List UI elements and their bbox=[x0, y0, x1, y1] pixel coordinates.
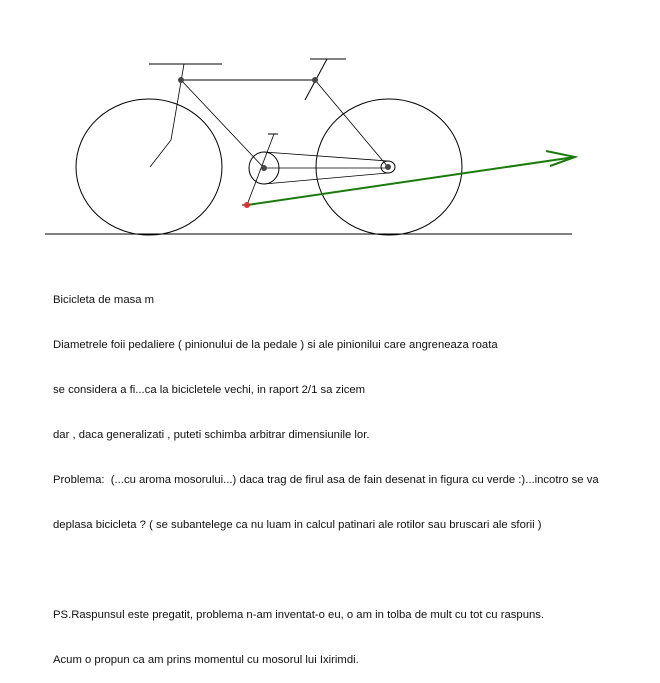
pedal-point bbox=[244, 202, 250, 208]
text-line: Problema: (...cu aroma mosorului...) dac… bbox=[53, 474, 599, 486]
down-tube bbox=[180, 79, 265, 169]
joint bbox=[261, 165, 267, 171]
chain-top bbox=[263, 151, 389, 162]
text-line: dar , daca generalizati , puteti schimba… bbox=[53, 429, 370, 441]
joint bbox=[385, 164, 391, 170]
text-line: deplasa bicicleta ? ( se subantelege ca … bbox=[53, 519, 542, 531]
arrow-head-icon bbox=[545, 150, 579, 167]
problem-text: Bicicleta de masa m Diametrele foii peda… bbox=[53, 263, 599, 683]
text-line: Diametrele foii pedaliere ( pinionului d… bbox=[53, 339, 498, 351]
rear-tube bbox=[314, 79, 389, 168]
crank-arm bbox=[246, 133, 275, 206]
text-line: PS.Raspunsul este pregatit, problema n-a… bbox=[53, 609, 545, 621]
bicycle-diagram bbox=[45, 58, 579, 236]
joint bbox=[312, 77, 318, 83]
right-wheel bbox=[315, 98, 463, 236]
fork bbox=[149, 63, 185, 168]
text-line: Acum o propun ca am prins momentul cu mo… bbox=[53, 654, 359, 666]
joint bbox=[178, 77, 184, 83]
text-line bbox=[53, 563, 599, 578]
text-line: se considera a fi...ca la bicicletele ve… bbox=[53, 384, 366, 396]
text-line: Bicicleta de masa m bbox=[53, 294, 155, 306]
pull-string bbox=[246, 156, 576, 206]
chain-bottom bbox=[263, 172, 389, 185]
left-wheel bbox=[75, 98, 223, 236]
